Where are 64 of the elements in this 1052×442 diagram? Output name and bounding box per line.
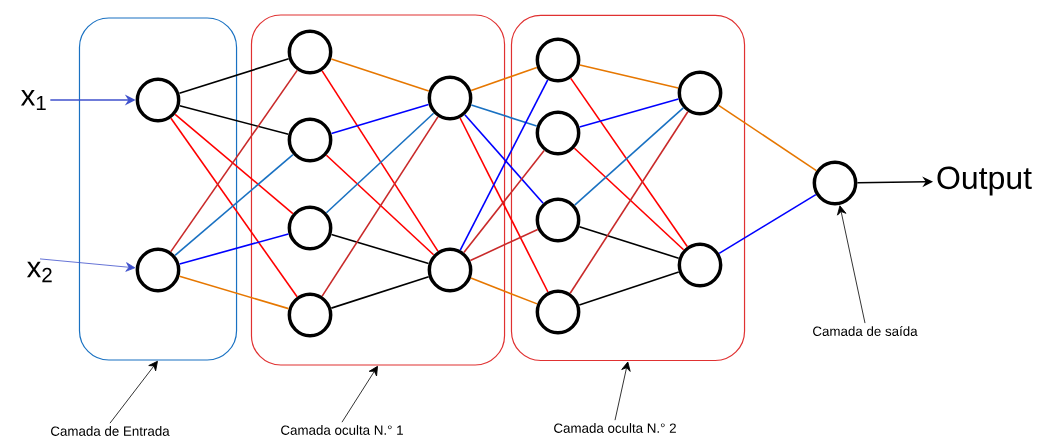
neuron-circle: [287, 205, 333, 251]
connection-line: [330, 276, 430, 309]
connection-line: [330, 233, 430, 265]
connection-line: [469, 228, 539, 262]
leader-line: [39, 258, 136, 272]
connection-line: [321, 116, 439, 297]
connection-line: [718, 193, 817, 255]
connection-line: [569, 111, 689, 294]
connection-line: [170, 69, 298, 253]
neuron-circle: [535, 37, 581, 83]
neuron-circle: [535, 197, 581, 243]
neuron-circle: [427, 247, 473, 293]
layer-caption: Camada de saída: [813, 326, 918, 336]
neuron-circle: [535, 110, 581, 156]
neuron-circle: [427, 75, 473, 121]
neuron-circle: [135, 77, 181, 123]
connection-line: [579, 64, 679, 89]
connection-line: [178, 104, 290, 136]
connection-line: [470, 104, 538, 127]
output-label: Output: [937, 166, 1032, 196]
layer-box: [78, 17, 238, 361]
connection-line: [459, 79, 549, 251]
neuron-circle: [812, 160, 858, 206]
input-label: x$_{2}$: [26, 261, 52, 283]
neuron-circle: [535, 289, 581, 335]
connection-line: [459, 117, 549, 293]
connection-line: [578, 98, 680, 128]
connection-line: [573, 147, 685, 251]
leader-line: [109, 360, 158, 424]
connection-line: [325, 112, 435, 214]
connection-line: [569, 77, 689, 248]
connection-line: [717, 104, 818, 172]
layer-box: [250, 14, 506, 366]
leader-line: [614, 361, 631, 421]
connection-line: [321, 70, 439, 252]
input-label: x$_{1}$: [21, 89, 46, 111]
neuron-circle: [287, 117, 333, 163]
neuron-circle: [287, 29, 333, 75]
layer-caption: Camada oculta N.° 1: [281, 425, 403, 435]
layer-caption: Camada de Entrada: [51, 426, 170, 436]
connection-line: [170, 117, 298, 298]
neuron-circle: [135, 247, 181, 293]
connection-line: [174, 153, 294, 257]
connection-line: [174, 113, 294, 215]
connection-line: [578, 225, 680, 260]
leader-line: [341, 365, 378, 423]
connection-line: [578, 271, 680, 306]
leader-line: [837, 205, 866, 324]
connection-line: [178, 57, 290, 95]
connection-line: [330, 103, 430, 135]
neuron-circle: [287, 292, 333, 338]
connection-line: [325, 154, 435, 256]
connection-line: [463, 149, 545, 254]
connection-line: [330, 58, 430, 92]
layer-box: [510, 14, 746, 362]
neuron-circle: [677, 70, 723, 116]
connection-line: [178, 275, 290, 310]
connection-line: [470, 277, 538, 305]
connection-line: [470, 66, 538, 92]
neuron-circle: [677, 242, 723, 288]
connection-line: [178, 233, 290, 265]
layer-caption: Camada oculta N.° 2: [554, 423, 676, 433]
connection-line: [464, 113, 544, 204]
connection-line: [573, 107, 685, 206]
